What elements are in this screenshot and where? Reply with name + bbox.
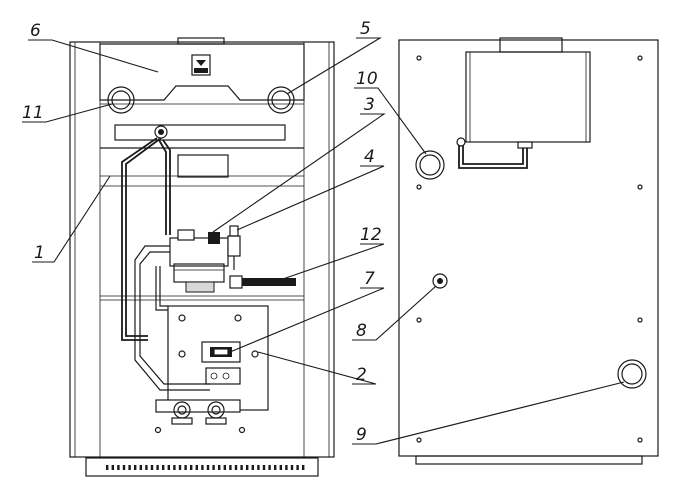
sight-glass — [201, 341, 241, 363]
callout-1: 1 — [34, 243, 45, 263]
vent-slot — [274, 465, 277, 470]
vent-slot — [167, 465, 170, 470]
vent-slot — [128, 465, 131, 470]
callout-11: 11 — [22, 103, 44, 123]
vent-slot — [218, 465, 221, 470]
callout-9: 9 — [356, 425, 367, 445]
chimney-connector — [415, 150, 445, 180]
vent-slot — [229, 465, 232, 470]
front-top-panel — [99, 43, 305, 101]
vent-slot — [184, 465, 187, 470]
callout-6: 6 — [30, 21, 41, 41]
rear-fixing-holes — [416, 55, 643, 443]
water-connection — [617, 359, 647, 389]
front-base — [85, 457, 319, 477]
vent-slot — [134, 465, 137, 470]
vent-slot — [201, 465, 204, 470]
gas-connection — [432, 273, 448, 289]
callout-5: 5 — [360, 19, 371, 39]
vent-slot — [156, 465, 159, 470]
vent-slot — [240, 465, 243, 470]
vent-slot — [106, 465, 109, 470]
rear-view — [398, 37, 659, 465]
gas-valve — [169, 229, 229, 293]
vent-slot — [251, 465, 254, 470]
vent-slot — [150, 465, 154, 470]
vent-slot — [111, 465, 114, 470]
burner-nozzles — [171, 401, 227, 425]
vent-slot — [223, 465, 226, 470]
vent-slot — [145, 465, 148, 470]
vent-slot — [262, 465, 266, 470]
vent-slot — [302, 465, 305, 470]
vent-slot — [178, 465, 182, 470]
vent-slot — [190, 465, 193, 470]
vent-slot — [279, 465, 282, 470]
gas-inlet-pipe — [229, 275, 296, 289]
vent-slot — [139, 465, 142, 470]
vent-slot — [234, 465, 238, 470]
vent-slot — [268, 465, 271, 470]
rear-cabinet-outline — [398, 39, 659, 457]
vent-slot — [173, 465, 176, 470]
vent-slot — [296, 465, 299, 470]
brand-logo — [191, 54, 211, 76]
vent-slot — [162, 465, 165, 470]
callout-3: 3 — [364, 95, 375, 115]
front-cabinet-outline — [69, 41, 335, 458]
callout-labels: 6 11 1 5 3 4 12 7 2 10 8 9 — [22, 19, 382, 445]
vent-slot — [246, 465, 249, 470]
vent-slot — [257, 465, 260, 470]
vent-slots — [106, 465, 305, 470]
vent-slot — [122, 465, 126, 470]
thermometer-gauge-left — [107, 86, 135, 114]
vent-slot — [285, 465, 288, 470]
thermometer-gauge-right — [267, 86, 295, 114]
piezo-igniter — [227, 225, 241, 270]
vent-slot — [206, 465, 210, 470]
vent-slot — [212, 465, 215, 470]
callout-8: 8 — [356, 321, 367, 341]
callout-7: 7 — [364, 269, 375, 289]
vent-slot — [195, 465, 198, 470]
callout-2: 2 — [356, 365, 367, 385]
callout-12: 12 — [360, 225, 382, 245]
callout-4: 4 — [364, 147, 375, 167]
callout-10: 10 — [356, 69, 378, 89]
front-view — [69, 37, 335, 477]
vent-slot — [290, 465, 294, 470]
vent-slot — [117, 465, 120, 470]
leader-lines — [22, 37, 625, 445]
